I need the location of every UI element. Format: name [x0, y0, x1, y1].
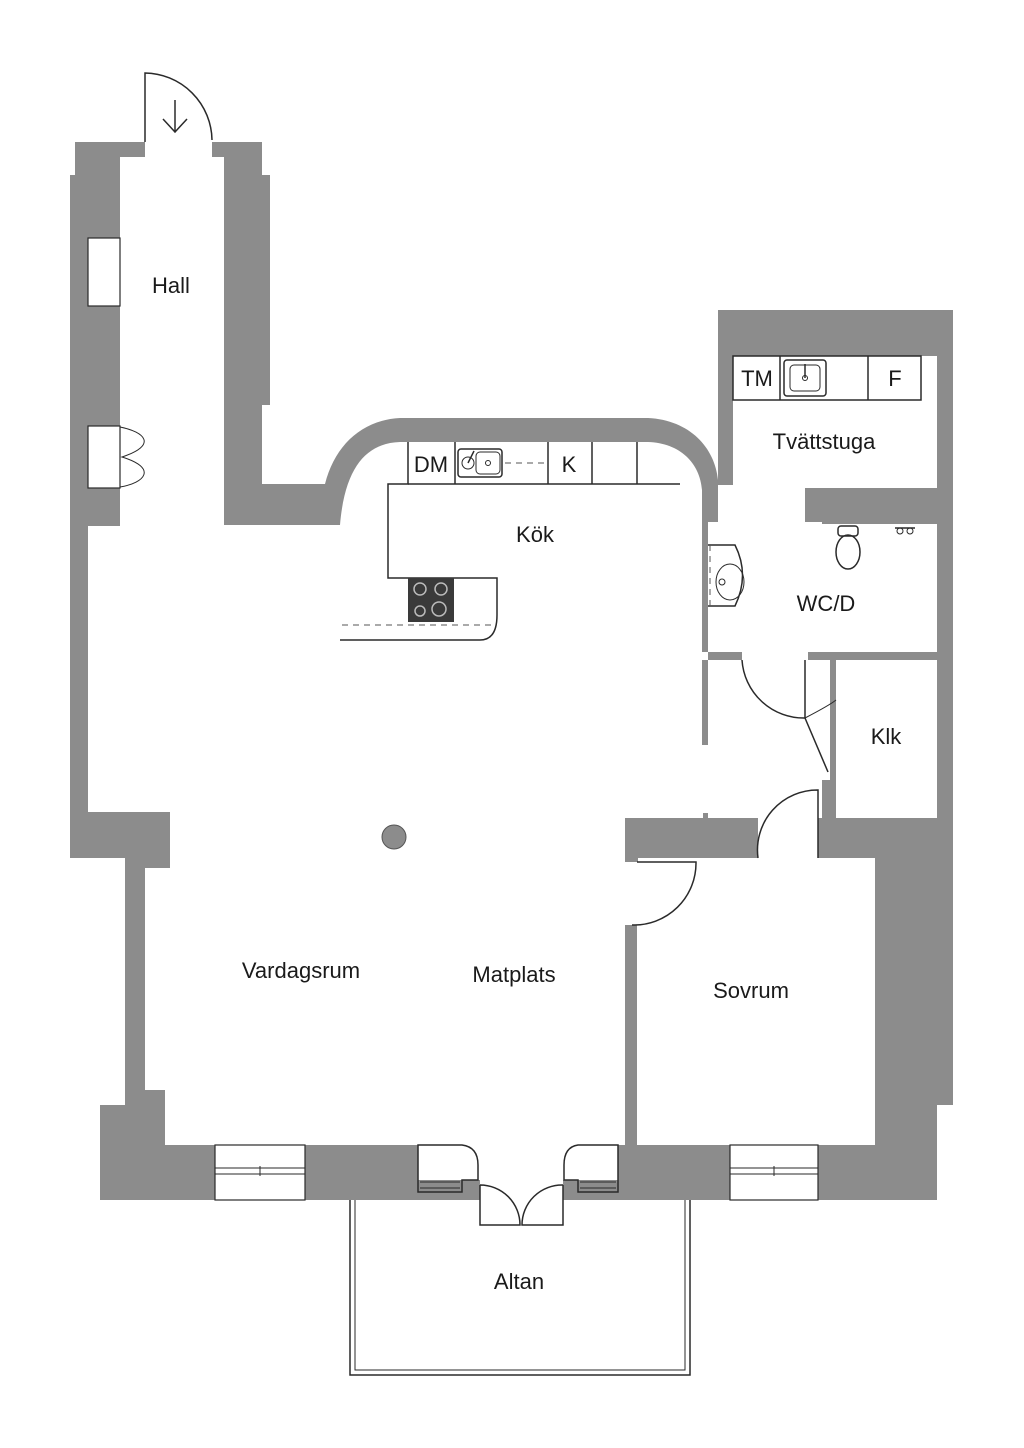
room-label-kok: Kök — [516, 522, 555, 547]
laundry-counter — [732, 355, 922, 401]
wall-wc-west — [702, 505, 742, 660]
balcony-door-right — [521, 1184, 564, 1226]
window-balcony-left — [417, 1144, 479, 1193]
room-label-hall: Hall — [152, 273, 190, 298]
window-balcony-right — [563, 1144, 619, 1193]
klk-door — [804, 717, 829, 773]
room-label-klk: Klk — [871, 724, 903, 749]
sink-icon — [457, 448, 503, 478]
balcony — [349, 1200, 691, 1376]
stove-icon — [408, 578, 454, 622]
room-label-tvattstuga: Tvättstuga — [773, 429, 876, 454]
klk-door-arc — [804, 699, 837, 719]
window-hall-2 — [87, 425, 121, 489]
wall-hall-west — [70, 142, 215, 1200]
wc-door — [741, 659, 806, 719]
wall-south-2 — [418, 1180, 480, 1200]
room-label-altan: Altan — [494, 1269, 544, 1294]
room-label-vardagsrum: Vardagsrum — [242, 958, 360, 983]
toilet-icon — [835, 525, 861, 570]
wall-bedroom-north-2 — [818, 818, 822, 858]
wall-kitchen-north — [325, 418, 718, 525]
bedroom-door-2 — [631, 861, 697, 926]
fridge-label: K — [562, 452, 577, 477]
entrance-door — [144, 72, 213, 142]
washbasin-icon — [708, 544, 745, 607]
wall-east-block — [718, 310, 953, 1200]
walls — [70, 142, 953, 1200]
laundry: TM F — [732, 355, 922, 401]
entry-arrow-icon — [162, 118, 188, 134]
dishwasher-label: DM — [414, 452, 448, 477]
wall-south-4 — [618, 1145, 730, 1200]
balcony-outline — [349, 1200, 691, 1376]
windows — [87, 237, 819, 1201]
wall-hall-divider — [702, 660, 708, 745]
room-label-sovrum: Sovrum — [713, 978, 789, 1003]
doors — [119, 72, 837, 1226]
shower-icon — [895, 527, 915, 535]
balcony-door-left — [479, 1184, 521, 1226]
bedroom-door — [756, 789, 819, 859]
sink-icon — [783, 359, 827, 397]
bathroom — [708, 525, 915, 607]
closet-door-icon — [119, 426, 145, 488]
kitchen-counter-outline — [340, 442, 498, 641]
room-label-wcd: WC/D — [797, 591, 856, 616]
wall-south-1 — [305, 1145, 418, 1200]
room-label-matplats: Matplats — [472, 962, 555, 987]
kitchen: DM K — [340, 442, 680, 641]
room-labels: Hall Kök Tvättstuga WC/D Klk Vardagsrum … — [152, 273, 902, 1294]
window-hall — [87, 237, 121, 307]
wall-laundry-wc — [805, 488, 937, 524]
freezer-label: F — [888, 366, 901, 391]
column-icon — [381, 824, 407, 850]
wall-bedroom-west — [625, 925, 637, 1145]
wall-south-3 — [563, 1180, 618, 1200]
wall-bedroom-north — [625, 813, 758, 862]
wall-hall-east — [212, 142, 325, 525]
washing-machine-label: TM — [741, 366, 773, 391]
